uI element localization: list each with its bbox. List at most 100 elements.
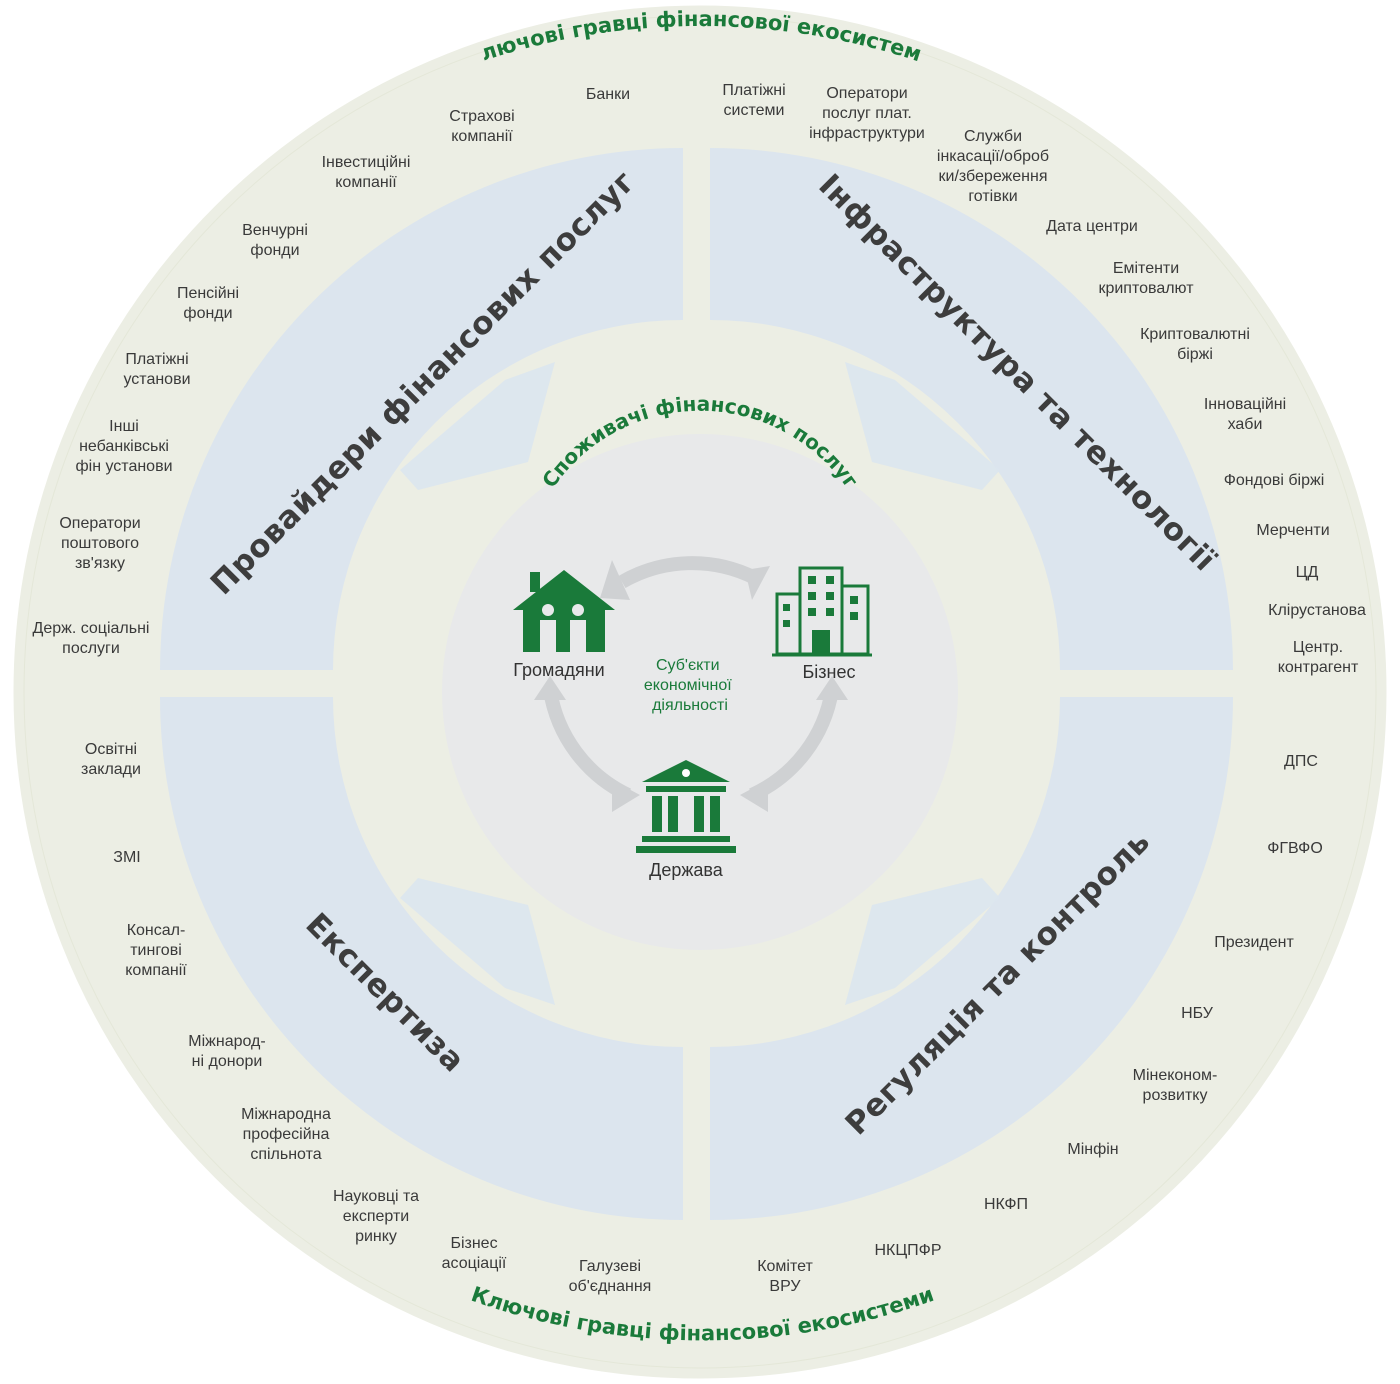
player-label-line: установи	[123, 371, 190, 388]
player-label-line: НБУ	[1181, 1005, 1214, 1022]
player-label-line: фонди	[250, 242, 299, 259]
center-subtitle: Суб'єкти економічної діяльності	[644, 657, 736, 714]
player-label-line: Пенсійні	[177, 285, 239, 302]
player-label-data-centers: Дата центри	[1046, 218, 1138, 235]
player-label-line: Платіжні	[125, 351, 188, 368]
player-label-line: Оператори	[59, 515, 140, 532]
player-label-ccp: Центр.контрагент	[1278, 639, 1359, 676]
player-label-line: Мінеконом-	[1133, 1067, 1218, 1084]
player-label-line: Венчурні	[242, 222, 308, 239]
player-label-payment-inst: Платіжні установи	[123, 351, 190, 388]
outer-ring-edge	[23, 15, 1377, 1369]
house-icon	[513, 570, 615, 652]
player-label-other-nonbank: Інші небанківські фін установи	[75, 418, 172, 475]
player-label-merchants: Мерченти	[1256, 522, 1329, 539]
player-label-fgvfo: ФГВФО	[1267, 840, 1323, 857]
label-state: Держава	[649, 860, 724, 880]
player-label-line: поштового	[61, 535, 139, 552]
player-label-line: Емітенти	[1113, 260, 1179, 277]
player-label-education: Освітні заклади	[81, 741, 141, 778]
player-label-line: Інші	[109, 418, 139, 435]
player-label-line: зв'язку	[75, 555, 125, 572]
player-label-line: ФГВФО	[1267, 840, 1323, 857]
arrow-infrastructure	[845, 362, 1000, 490]
player-label-nkfp: НКФП	[984, 1196, 1028, 1213]
player-label-cd: ЦД	[1296, 564, 1319, 581]
player-label-crypto-issuers: Емітенти криптовалют	[1098, 260, 1194, 297]
player-label-line: ЗМІ	[113, 849, 140, 866]
player-label-line: інфраструктури	[809, 125, 925, 142]
player-label-line: ки/збереження	[939, 168, 1048, 185]
arrow-expertise	[400, 878, 555, 1005]
player-label-line: Служби	[964, 128, 1022, 145]
player-label-line: небанківські	[79, 438, 169, 455]
center-subtitle-line-2: економічної	[644, 677, 732, 694]
player-label-line: послуг плат.	[822, 105, 912, 122]
player-label-venture: Венчурні фонди	[242, 222, 308, 259]
player-label-line: готівки	[968, 188, 1017, 205]
player-label-line: Міжнарод-	[188, 1033, 265, 1050]
player-label-media: ЗМІ	[113, 849, 140, 866]
player-label-line: Науковці та	[333, 1188, 419, 1205]
player-label-intl-community: Міжнародна професійна спільнота	[241, 1106, 331, 1163]
player-label-line: експерти	[343, 1208, 409, 1225]
player-label-nkcpfr: НКЦПФР	[874, 1242, 941, 1259]
player-label-clearing: Клірустанова	[1268, 602, 1366, 619]
player-label-donors: Міжнарод-ні донори	[188, 1033, 265, 1070]
player-label-mineconom: Мінеконом-розвитку	[1133, 1067, 1218, 1104]
quadrant-band-expertise	[160, 697, 683, 1220]
player-label-industry-assoc: Галузеві об'єднання	[569, 1258, 652, 1295]
player-label-line: криптовалют	[1098, 280, 1194, 297]
player-label-line: Галузеві	[579, 1258, 641, 1275]
player-label-line: фін установи	[75, 458, 172, 475]
player-label-line: системи	[724, 102, 785, 119]
player-label-line: Бізнес	[450, 1235, 497, 1252]
player-label-investment: Інвестиційні компанії	[322, 154, 411, 191]
player-label-line: НКЦПФР	[874, 1242, 941, 1259]
player-label-line: об'єднання	[569, 1278, 652, 1295]
player-label-nbu: НБУ	[1181, 1005, 1214, 1022]
center-subtitle-line-3: діяльності	[652, 697, 728, 714]
cycle-arrowheads	[534, 560, 848, 812]
player-label-line: спільнота	[250, 1146, 321, 1163]
arrow-regulation	[845, 878, 1000, 1005]
player-label-line: Банки	[586, 86, 630, 103]
player-label-line: компанії	[335, 174, 397, 191]
player-label-line: професійна	[243, 1126, 330, 1143]
arrow-providers	[400, 362, 555, 490]
inner-circle	[442, 434, 958, 950]
player-label-line: Клірустанова	[1268, 602, 1366, 619]
player-label-line: Міжнародна	[241, 1106, 331, 1123]
player-label-minfin: Мінфін	[1067, 1141, 1118, 1158]
player-label-line: Інноваційні	[1204, 396, 1286, 413]
player-label-line: заклади	[81, 761, 141, 778]
player-label-line: асоціації	[442, 1255, 507, 1272]
player-label-line: Освітні	[85, 741, 137, 758]
player-label-line: компанії	[451, 128, 513, 145]
player-label-hubs: Інноваційні хаби	[1204, 396, 1286, 433]
player-label-line: хаби	[1228, 416, 1263, 433]
player-label-line: компанії	[125, 962, 187, 979]
label-business: Бізнес	[802, 662, 855, 682]
player-label-banks: Банки	[586, 86, 630, 103]
player-label-line: послуги	[62, 640, 120, 657]
center-subtitle-line-1: Суб'єкти	[656, 657, 720, 674]
player-label-line: Інвестиційні	[322, 154, 411, 171]
player-label-line: ні донори	[192, 1053, 263, 1070]
player-label-line: Консал-	[127, 922, 186, 939]
player-label-business-assoc: Бізнес асоціації	[442, 1235, 507, 1272]
player-label-line: Платіжні	[722, 82, 785, 99]
player-label-line: Мінфін	[1067, 1141, 1118, 1158]
player-label-line: Комітет	[757, 1258, 813, 1275]
player-label-line: Президент	[1214, 934, 1294, 951]
government-icon-dot	[682, 769, 690, 777]
